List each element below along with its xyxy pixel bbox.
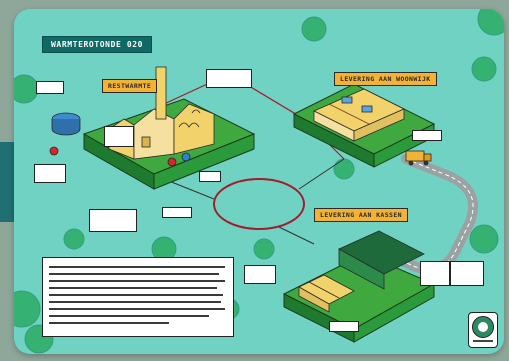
greenhouse-icon	[298, 230, 425, 313]
banner-kassen: LEVERING AAN KASSEN	[314, 208, 408, 222]
banner-woonwijk: LEVERING AAN WOONWIJK	[334, 72, 437, 86]
callout-note	[244, 265, 276, 284]
callout-note	[199, 171, 221, 182]
callout-note	[412, 130, 442, 141]
callout-note	[420, 261, 450, 286]
banner-restwarmte: RESTWARMTE	[102, 79, 158, 93]
callout-note	[450, 261, 484, 286]
infographic-card: WARMTEROTONDE 020 RESTWARMTE LEVERING AA…	[14, 9, 504, 354]
pipe-loop-icon	[213, 178, 305, 230]
logo-badge-icon	[468, 312, 498, 348]
callout-note	[89, 209, 137, 232]
callout-note	[206, 69, 252, 88]
side-tab	[0, 142, 14, 222]
callout-note	[36, 81, 64, 94]
description-box	[42, 257, 234, 337]
callout-note	[329, 321, 359, 332]
callout-note	[104, 126, 134, 147]
house-row-icon	[313, 88, 405, 142]
valve-icon	[49, 146, 191, 167]
diagram-title: WARMTEROTONDE 020	[42, 36, 153, 53]
truck-icon	[405, 150, 432, 166]
callout-note	[162, 207, 192, 218]
water-tank-icon	[51, 112, 81, 136]
callout-note	[34, 164, 66, 183]
